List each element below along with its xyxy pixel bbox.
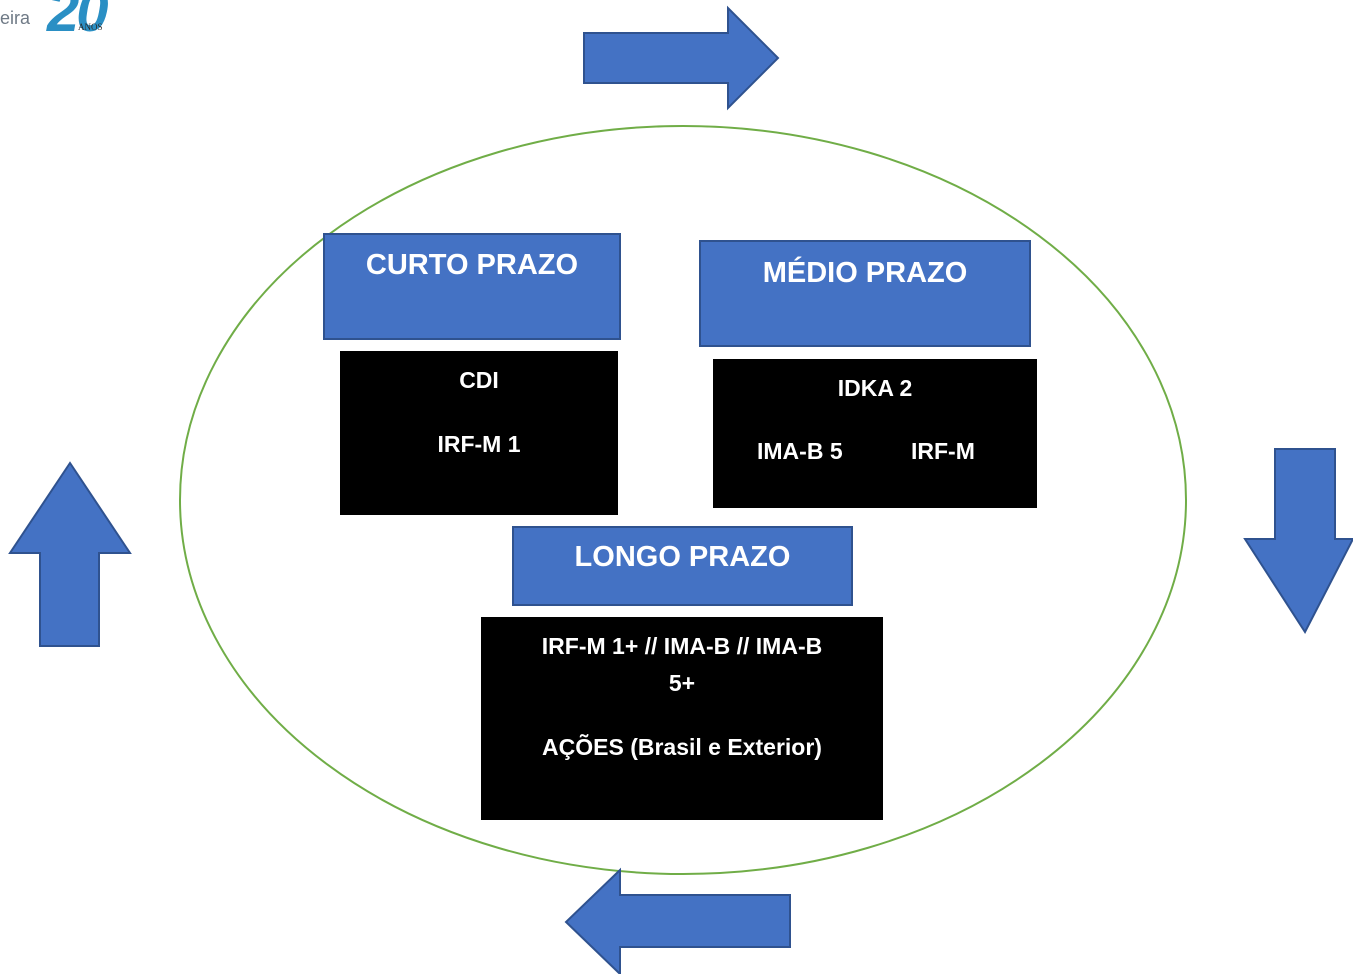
medio-item-1: IDKA 2 — [837, 375, 913, 401]
arrow-left-icon — [564, 867, 791, 974]
logo-text: eira — [0, 8, 31, 28]
medio-prazo-title: MÉDIO PRAZO — [762, 257, 968, 289]
arrow-down-icon — [1243, 448, 1353, 634]
company-logo: eira 20 ANOS — [0, 0, 120, 44]
curto-prazo-box: CDI IRF-M 1 — [340, 351, 618, 515]
medio-item-3: IRF-M — [911, 438, 975, 464]
arrow-right-icon — [583, 5, 780, 111]
longo-prazo-box: IRF-M 1+ // IMA-B // IMA-B 5+ AÇÕES (Bra… — [481, 617, 883, 820]
curto-item-2: IRF-M 1 — [437, 431, 521, 457]
logo-number: 20 — [47, 0, 108, 44]
longo-prazo-title: LONGO PRAZO — [574, 541, 791, 573]
medio-prazo-box: IDKA 2 IMA-B 5 IRF-M — [713, 359, 1037, 508]
longo-item-2: 5+ — [668, 670, 696, 696]
arrow-up-icon — [8, 461, 132, 647]
logo-suffix: ANOS — [78, 22, 103, 32]
medio-prazo-header: MÉDIO PRAZO — [699, 240, 1031, 347]
curto-prazo-title: CURTO PRAZO — [365, 249, 579, 281]
curto-item-1: CDI — [459, 367, 499, 393]
longo-item-1: IRF-M 1+ // IMA-B // IMA-B — [541, 633, 823, 659]
medio-item-2: IMA-B 5 — [757, 438, 843, 464]
curto-prazo-header: CURTO PRAZO — [323, 233, 621, 340]
cycle-ellipse — [179, 125, 1187, 875]
longo-item-3: AÇÕES (Brasil e Exterior) — [542, 734, 822, 760]
longo-prazo-header: LONGO PRAZO — [512, 526, 853, 606]
